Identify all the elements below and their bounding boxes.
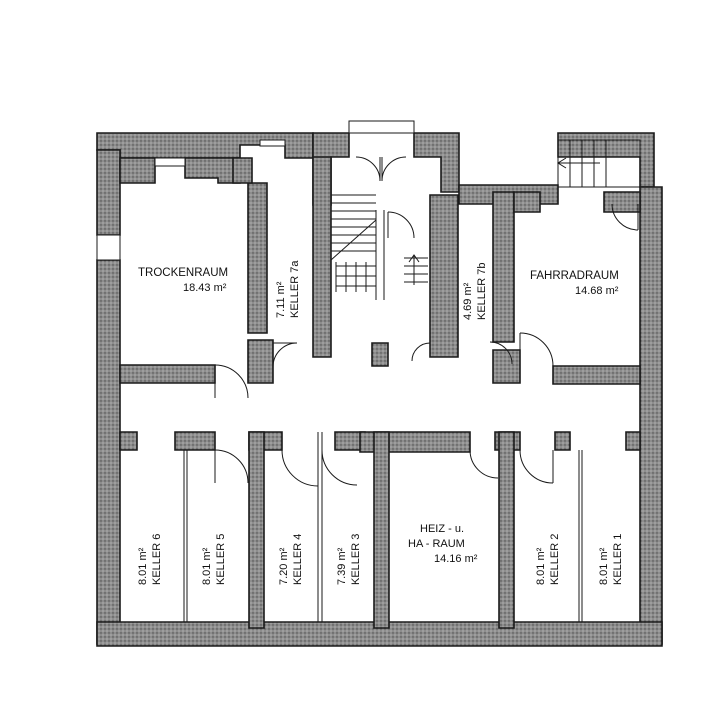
door-swings (214, 203, 639, 487)
room-keller7a-area: 7.11 m² (275, 281, 287, 318)
entrance-door (348, 120, 415, 182)
room-keller2-area: 8.01 m² (535, 547, 547, 585)
room-keller7b-name: KELLER 7b (476, 262, 488, 320)
room-keller5-name: KELLER 5 (215, 533, 227, 585)
room-keller5-area: 8.01 m² (201, 547, 213, 585)
interior-walls (119, 156, 641, 629)
room-heizraum-line1: HEIZ - u. (420, 523, 465, 535)
room-keller3-name: KELLER 3 (350, 533, 362, 585)
room-keller4-name: KELLER 4 (292, 533, 304, 585)
room-trockenraum-name: TROCKENRAUM (138, 267, 229, 279)
room-keller6-area: 8.01 m² (137, 547, 149, 585)
room-keller6-name: KELLER 6 (151, 533, 163, 585)
room-keller1-name: KELLER 1 (612, 533, 624, 585)
room-keller1-area: 8.01 m² (598, 547, 610, 585)
room-heizraum-area: 14.16 m² (434, 553, 478, 565)
room-trockenraum-area: 18.43 m² (183, 282, 227, 294)
room-fahrradraum-area: 14.68 m² (575, 285, 619, 297)
room-keller4-area: 7.20 m² (278, 547, 290, 585)
room-heizraum-line2: HA - RAUM (408, 538, 465, 550)
room-fahrradraum-name: FAHRRADRAUM (530, 270, 619, 282)
entry-steps (557, 139, 641, 188)
exterior-walls (96, 132, 663, 647)
thin-partitions (183, 432, 583, 622)
room-keller7a-name: KELLER 7a (289, 260, 301, 318)
room-keller3-area: 7.39 m² (336, 547, 348, 585)
staircase (330, 194, 428, 300)
room-keller2-name: KELLER 2 (549, 533, 561, 585)
room-keller7b-area: 4.69 m² (462, 282, 474, 320)
windows (96, 139, 286, 261)
